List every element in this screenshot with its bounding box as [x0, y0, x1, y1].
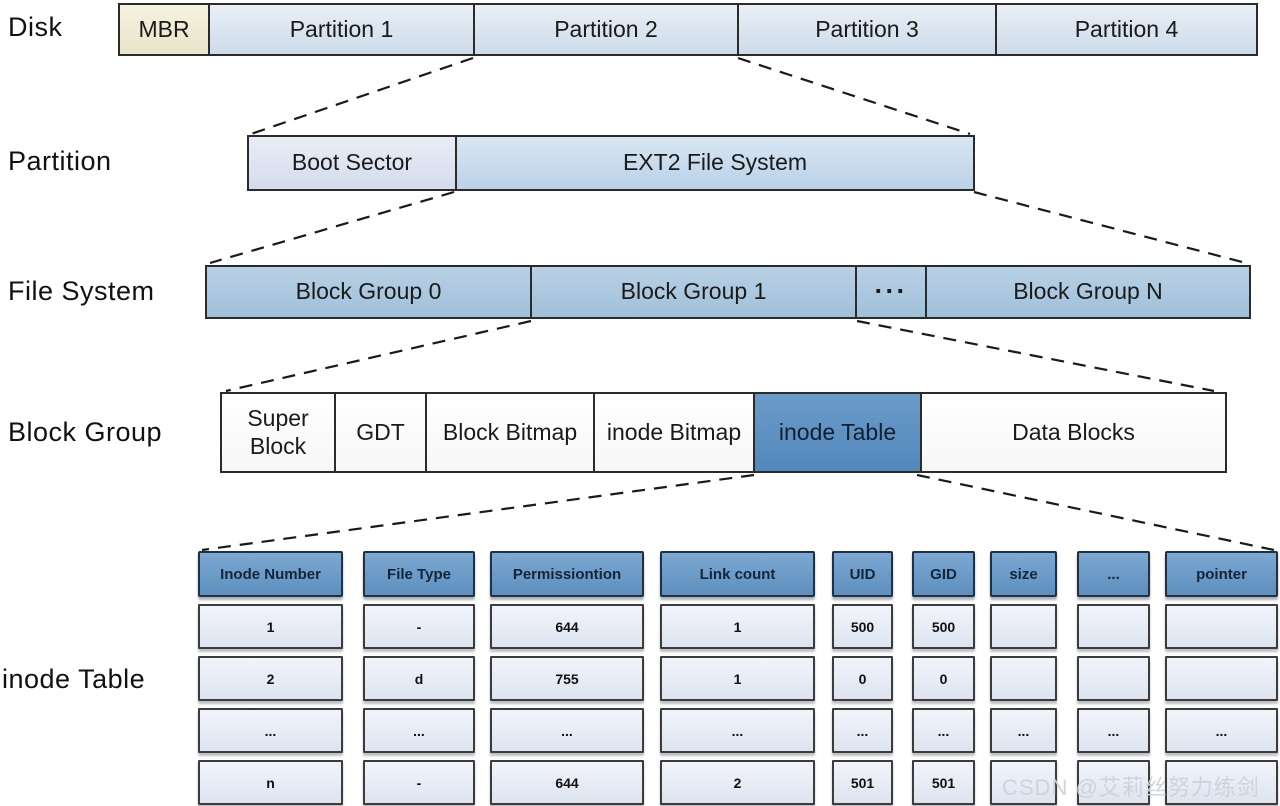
inode-table-cell: ...	[660, 708, 815, 753]
inode-table-header-inode-number: Inode Number	[198, 551, 343, 597]
fs-box-block-group-1: Block Group 1	[530, 265, 857, 319]
bg-box-inode-table: inode Table	[753, 392, 922, 473]
inode-table-cell	[1165, 604, 1278, 649]
inode-table-cell: ...	[832, 708, 893, 753]
inode-table-header-uid: UID	[832, 551, 893, 597]
inode-table-cell: 500	[832, 604, 893, 649]
disk-box-partition-1: Partition 1	[208, 3, 475, 56]
inode-table-cell	[1077, 760, 1150, 805]
inode-table-cell: ...	[490, 708, 644, 753]
inode-table-cell	[990, 760, 1057, 805]
inode-table-cell: 1	[198, 604, 343, 649]
inode-table-cell: 644	[490, 760, 644, 805]
disk-box-partition-2: Partition 2	[473, 3, 739, 56]
fs-box-block-group-0: Block Group 0	[205, 265, 532, 319]
inode-table-header-ellipsis: ...	[1077, 551, 1150, 597]
bg-box-super-block: Super Block	[220, 392, 336, 473]
inode-table-cell: ...	[990, 708, 1057, 753]
inode-table-cell: 0	[832, 656, 893, 701]
fs-box-block-group-n: Block Group N	[925, 265, 1251, 319]
inode-table-cell: d	[363, 656, 475, 701]
partition-box-ext2-file-system: EXT2 File System	[455, 135, 975, 191]
partition-box-boot-sector: Boot Sector	[247, 135, 457, 191]
inode-table-cell: ...	[1077, 708, 1150, 753]
level-label-inode-table: inode Table	[2, 664, 146, 694]
inode-table-cell: n	[198, 760, 343, 805]
inode-table-header-file-type: File Type	[363, 551, 475, 597]
inode-table-cell: 0	[912, 656, 975, 701]
inode-table-header-gid: GID	[912, 551, 975, 597]
inode-table-cell: 755	[490, 656, 644, 701]
bg-box-gdt: GDT	[334, 392, 427, 473]
inode-table-cell: 2	[660, 760, 815, 805]
inode-table-cell	[990, 604, 1057, 649]
inode-table-cell: ...	[912, 708, 975, 753]
level-label-partition: Partition	[8, 146, 112, 176]
disk-box-mbr: MBR	[118, 3, 210, 56]
inode-table-cell: ...	[198, 708, 343, 753]
inode-table-cell	[1165, 656, 1278, 701]
inode-table-header-link-count: Link count	[660, 551, 815, 597]
inode-table-cell	[990, 656, 1057, 701]
disk-box-partition-4: Partition 4	[995, 3, 1258, 56]
inode-table-cell	[1077, 604, 1150, 649]
inode-table-cell: -	[363, 604, 475, 649]
inode-table-header-pointer: pointer	[1165, 551, 1278, 597]
inode-table-cell: ...	[363, 708, 475, 753]
inode-table-cell: 1	[660, 604, 815, 649]
inode-table-cell: -	[363, 760, 475, 805]
inode-table-cell: 2	[198, 656, 343, 701]
bg-box-inode-bitmap: inode Bitmap	[593, 392, 755, 473]
bg-box-data-blocks: Data Blocks	[920, 392, 1227, 473]
level-label-block-group: Block Group	[8, 417, 163, 447]
disk-box-partition-3: Partition 3	[737, 3, 997, 56]
inode-table-cell: 501	[912, 760, 975, 805]
inode-table-cell: 500	[912, 604, 975, 649]
level-label-disk: Disk	[8, 12, 63, 42]
inode-table-cell: 1	[660, 656, 815, 701]
inode-table-cell	[1077, 656, 1150, 701]
csdn-watermark: CSDN @艾莉丝努力练剑	[1002, 775, 1260, 800]
inode-table-cell: ...	[1165, 708, 1278, 753]
level-label-file-system: File System	[8, 276, 155, 306]
inode-table-header-permission: Permissiontion	[490, 551, 644, 597]
inode-table-cell: 644	[490, 604, 644, 649]
inode-table-header-size: size	[990, 551, 1057, 597]
fs-box-ellipsis: ···	[855, 265, 927, 319]
inode-table-cell	[1165, 760, 1278, 805]
inode-table-cell: 501	[832, 760, 893, 805]
bg-box-block-bitmap: Block Bitmap	[425, 392, 595, 473]
